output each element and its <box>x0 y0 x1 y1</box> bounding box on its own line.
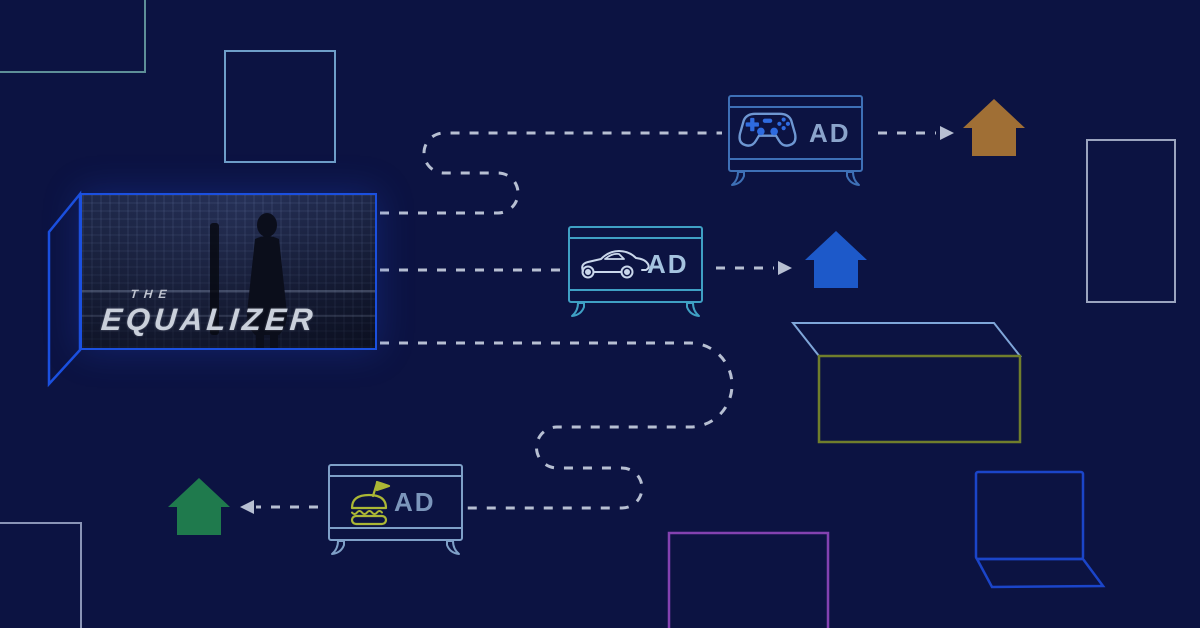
game-controller-icon <box>738 112 797 147</box>
ad-label: AD <box>647 249 689 279</box>
deco-3d-box-top <box>790 322 1023 357</box>
ad-screen-auto: AD <box>568 226 703 318</box>
deco-3d-box-front <box>817 354 1022 444</box>
featured-tv-side-panel <box>47 190 82 388</box>
arrowhead-left-icon <box>240 500 254 514</box>
ad-tv-frame-gaming <box>728 95 863 186</box>
tv-leg-left <box>331 540 345 555</box>
car-icon <box>581 250 650 279</box>
show-poster-art <box>82 213 375 348</box>
poster-railing-lower <box>82 315 375 317</box>
house-icon-orange <box>963 99 1025 156</box>
burger-icon <box>350 480 391 526</box>
connector-paths <box>256 131 936 510</box>
arrowheads <box>240 126 954 514</box>
tv-leg-left <box>571 302 585 317</box>
tv-leg-right <box>686 302 700 317</box>
ad-tv-frame-food <box>328 464 463 555</box>
dashed-path-to-food-ad <box>380 341 734 510</box>
ad-tv-frame-auto <box>568 226 703 317</box>
poster-railing <box>82 290 375 293</box>
ad-screen-gaming: AD <box>728 95 863 187</box>
arrowhead-right-icon <box>940 126 954 140</box>
house-icon-green <box>168 478 230 535</box>
poster-figure <box>247 213 287 348</box>
show-title-equalizer: EQUALIZER <box>99 302 318 337</box>
deco-square-bottom-left <box>0 522 82 628</box>
dashed-path-to-gaming-ad <box>380 131 722 215</box>
tv-leg-right <box>446 540 460 555</box>
featured-show-screen: THE EQUALIZER <box>80 193 377 350</box>
household-icons <box>168 99 1025 535</box>
arrowhead-right-icon <box>778 261 792 275</box>
deco-rect-right <box>1086 139 1176 303</box>
show-title: THE EQUALIZER <box>99 287 319 337</box>
ad-screen-food: AD <box>328 464 463 556</box>
deco-rect-top-left <box>0 0 146 73</box>
ad-label: AD <box>809 118 851 148</box>
deco-rect-bottom-purple <box>667 531 830 628</box>
show-poster: THE EQUALIZER <box>82 195 375 348</box>
tv-leg-right <box>846 171 860 186</box>
poster-lamp-post <box>210 223 219 335</box>
house-icon-blue <box>805 231 867 288</box>
tv-leg-left <box>731 171 745 186</box>
show-title-the: THE <box>129 287 174 301</box>
deco-square-top <box>224 50 336 163</box>
ad-label: AD <box>394 487 436 517</box>
laptop-icon <box>974 470 1106 589</box>
